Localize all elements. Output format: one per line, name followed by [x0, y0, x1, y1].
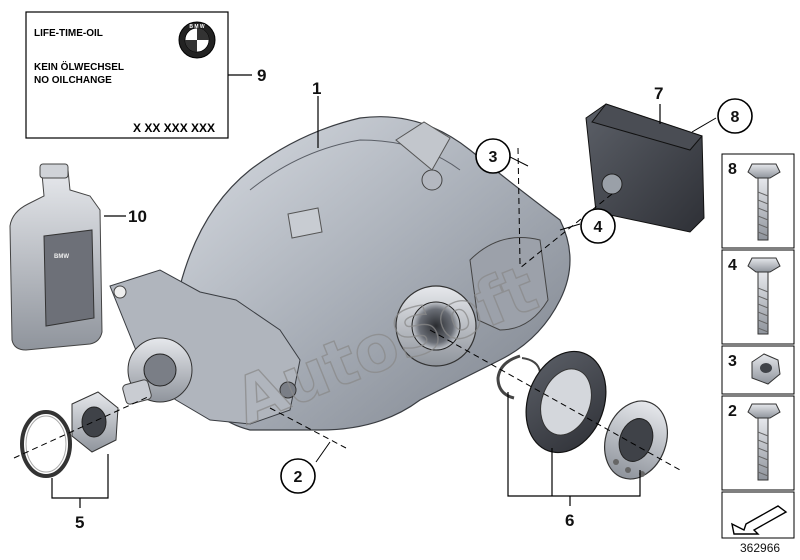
legend-item-4: 4	[721, 249, 795, 345]
bolt-icon	[747, 403, 781, 481]
arrow-symbol-icon	[721, 491, 795, 539]
callout-5: 5	[75, 513, 84, 532]
callout-1: 1	[312, 79, 321, 98]
legend-num-2: 2	[728, 403, 737, 420]
callout-7: 7	[654, 84, 663, 103]
callout-10: 10	[128, 207, 147, 226]
bmw-logo-text: B M W	[189, 24, 205, 30]
callout-8: 8	[731, 109, 740, 126]
legend-num-8: 8	[728, 161, 737, 178]
callout-2: 2	[294, 469, 303, 486]
oil-bottle: BMW	[9, 163, 103, 351]
hex-nut-icon	[751, 353, 781, 385]
callout-6: 6	[565, 511, 574, 530]
legend-item-8: 8	[721, 153, 795, 249]
legend-item-3: 3	[721, 345, 795, 395]
bmw-logo-icon: B M W	[178, 21, 216, 59]
tapered-roller-bearing	[604, 400, 668, 480]
callout-3: 3	[489, 149, 498, 166]
bolt-icon	[747, 257, 781, 335]
callout-4: 4	[594, 219, 603, 236]
callout-circle-3	[475, 138, 511, 174]
callout-9: 9	[257, 66, 266, 85]
document-number: 362966	[740, 541, 780, 555]
callout-circle-4	[580, 208, 616, 244]
differential-housing	[109, 116, 571, 431]
bottle-label: BMW	[54, 254, 69, 260]
collar-nut	[71, 391, 119, 453]
callout-circle-8	[717, 98, 753, 134]
callout-circle-2	[280, 458, 316, 494]
circlip	[496, 354, 541, 400]
rubber-mount	[585, 103, 705, 233]
legend-num-3: 3	[728, 353, 737, 370]
oil-label-line1: LIFE-TIME-OIL	[34, 28, 103, 39]
legend-num-4: 4	[728, 257, 737, 274]
oil-label-sticker: LIFE-TIME-OIL KEIN ÖLWECHSEL NO OILCHANG…	[25, 11, 229, 139]
oil-seal-ring	[20, 410, 72, 478]
legend-item-2: 2	[721, 395, 795, 491]
oil-label-line2: KEIN ÖLWECHSEL	[34, 60, 124, 73]
oil-label-part-number: X XX XXX XXX	[133, 121, 215, 135]
bolt-icon	[747, 163, 781, 241]
oil-label-line3: NO OILCHANGE	[34, 75, 112, 86]
